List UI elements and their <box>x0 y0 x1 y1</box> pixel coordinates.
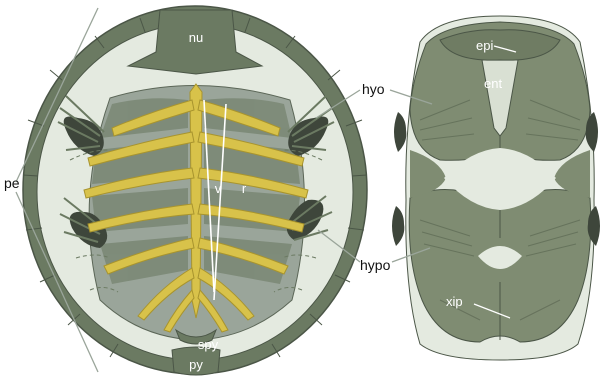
label-hyo: hyo <box>362 81 385 97</box>
plastron-left-lobe-2 <box>392 206 404 246</box>
plastron-left-lobe <box>394 112 406 152</box>
label-pe: pe <box>4 175 20 191</box>
label-xip: xip <box>446 294 463 309</box>
label-hypo: hypo <box>360 257 391 273</box>
label-spy: spy <box>198 337 219 352</box>
label-v: v <box>215 181 222 196</box>
label-ent: ent <box>484 76 502 91</box>
carapace: nu v r spy py pe <box>4 6 367 375</box>
label-epi: epi <box>476 38 493 53</box>
label-r: r <box>242 181 247 196</box>
vertebral-column <box>190 84 202 318</box>
label-py: py <box>189 357 203 372</box>
label-nu: nu <box>189 30 203 45</box>
plastron: epi ent xip <box>392 16 600 360</box>
